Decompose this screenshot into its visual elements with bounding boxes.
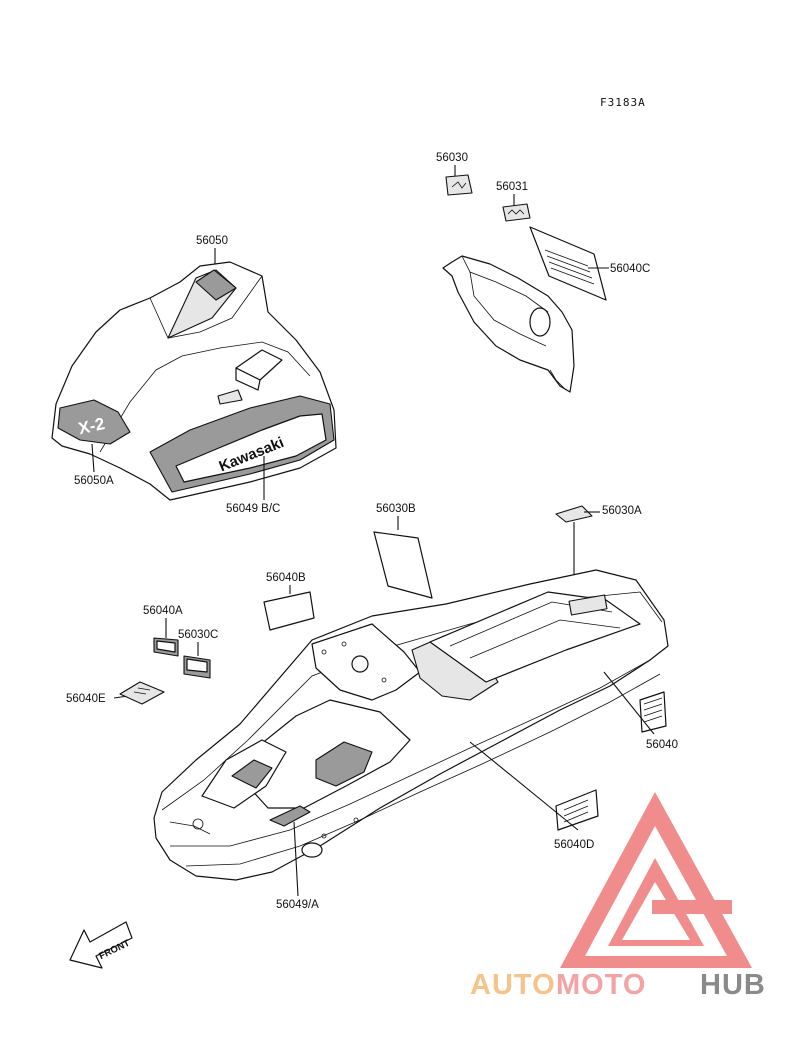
label-56030: 56030 [436, 152, 468, 178]
label-56040: 56040 [603, 671, 678, 751]
label-56030C: 56030C [178, 629, 218, 656]
svg-text:56031: 56031 [496, 181, 528, 193]
watermark-text: AUTO MOTO HUB [470, 969, 766, 1001]
svg-text:56040C: 56040C [610, 263, 650, 275]
label-56049BC: 56049 B/C [226, 456, 280, 515]
engine-cover [442, 255, 575, 393]
label-56040B: 56040B [266, 572, 306, 594]
figure-code: F3183A [600, 96, 646, 109]
svg-text:56040A: 56040A [143, 605, 183, 617]
label-56040A: 56040A [143, 605, 183, 638]
svg-text:56050: 56050 [196, 235, 228, 247]
label-56040E: 56040E [66, 693, 129, 705]
decal-56030C [183, 655, 211, 679]
svg-text:56030C: 56030C [178, 629, 218, 641]
svg-text:AUTO: AUTO [470, 969, 556, 1001]
decal-56040D [555, 789, 599, 831]
hood: X-2 Kawasaki [51, 261, 337, 501]
svg-text:MOTO: MOTO [556, 969, 646, 1001]
svg-text:56049 B/C: 56049 B/C [226, 503, 280, 515]
hull [153, 569, 669, 881]
svg-text:56040E: 56040E [66, 693, 106, 705]
decal-56040B [263, 591, 315, 631]
svg-text:56030: 56030 [436, 152, 468, 164]
front-arrow: FRONT [69, 921, 133, 969]
svg-text:56049/A: 56049/A [276, 899, 319, 911]
decal-56040 [639, 691, 667, 733]
svg-text:HUB: HUB [700, 969, 766, 1001]
watermark-logo [560, 792, 752, 968]
decal-56040A [153, 637, 179, 657]
label-56031: 56031 [496, 181, 528, 207]
svg-text:56050A: 56050A [74, 475, 114, 487]
decal-56030A [555, 505, 593, 523]
decal-56030B [373, 531, 433, 599]
decal-56040E [119, 681, 165, 705]
label-56030B: 56030B [376, 503, 416, 530]
svg-text:56040: 56040 [646, 739, 678, 751]
svg-text:56040D: 56040D [554, 839, 594, 851]
decal-56040C [529, 226, 607, 301]
svg-text:56040B: 56040B [266, 572, 306, 584]
decal-56030 [445, 174, 473, 196]
svg-text:56030B: 56030B [376, 503, 416, 515]
label-56049A: 56049/A [276, 821, 319, 911]
decal-56031 [502, 203, 531, 222]
svg-text:56030A: 56030A [602, 505, 642, 517]
label-56040D: 56040D [469, 741, 594, 851]
label-56040C: 56040C [588, 263, 650, 275]
label-56050A: 56050A [74, 443, 114, 487]
